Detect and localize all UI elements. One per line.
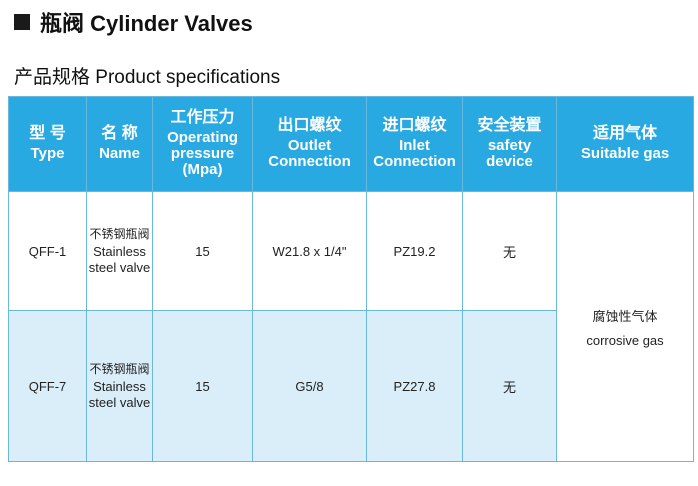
page-title-text: 瓶阀 Cylinder Valves	[40, 11, 253, 36]
cell-safety: 无	[462, 310, 557, 462]
cell-pressure: 15	[152, 310, 253, 462]
square-bullet-icon	[14, 14, 30, 30]
cell-inlet: PZ19.2	[366, 191, 463, 311]
cell-inlet: PZ27.8	[366, 310, 463, 462]
cell-type: QFF-1	[8, 191, 87, 311]
page-title: 瓶阀 Cylinder Valves	[14, 8, 253, 36]
section-subtitle: 产品规格 Product specifications	[14, 67, 281, 88]
cell-type: QFF-7	[8, 310, 87, 462]
cell-safety: 无	[462, 191, 557, 311]
cell-outlet: W21.8 x 1/4"	[252, 191, 367, 311]
cell-outlet: G5/8	[252, 310, 367, 462]
cell-pressure: 15	[152, 191, 253, 311]
